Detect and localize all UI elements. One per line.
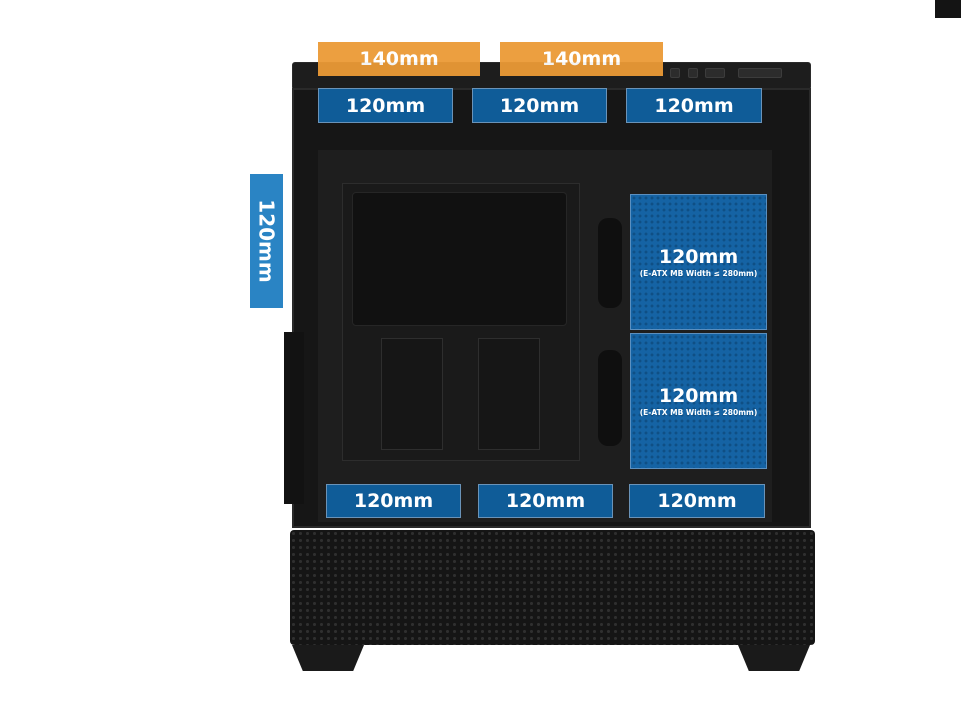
- corner-block: [935, 0, 961, 18]
- fan-size-label: 120mm: [353, 490, 434, 512]
- top-120mm-fan-slot: 120mm: [626, 88, 762, 123]
- side-120mm-fan-slot: 120mm (E-ATX MB Width ≤ 280mm): [630, 333, 767, 469]
- fan-size-label: 120mm: [345, 94, 426, 117]
- fan-size-label: 120mm: [658, 384, 739, 407]
- io-port: [738, 68, 782, 78]
- tray-cutout: [381, 338, 443, 450]
- cpu-cutout: [352, 192, 567, 326]
- cable-grommet: [598, 350, 622, 446]
- fan-size-label: 120mm: [499, 94, 580, 117]
- fan-size-label: 140mm: [541, 48, 622, 70]
- fan-size-label: 120mm: [505, 490, 586, 512]
- case-foot-right: [738, 645, 810, 671]
- fan-note-label: (E-ATX MB Width ≤ 280mm): [639, 407, 758, 417]
- tray-cutout: [478, 338, 540, 450]
- rear-rail: [284, 332, 304, 504]
- fan-size-label: 140mm: [359, 48, 439, 70]
- top-140mm-fan-slot: 140mm: [318, 42, 480, 76]
- io-button: [670, 68, 680, 78]
- front-rail: [772, 150, 780, 522]
- fan-size-label: 120mm: [657, 490, 737, 512]
- bottom-120mm-fan-slot: 120mm: [629, 484, 765, 518]
- fan-size-label: 120mm: [654, 94, 734, 117]
- fan-size-label: 120mm: [254, 199, 279, 283]
- side-120mm-fan-slot: 120mm (E-ATX MB Width ≤ 280mm): [630, 194, 767, 330]
- cable-grommet: [598, 218, 622, 308]
- case-foot-left: [292, 645, 364, 671]
- rear-120mm-fan-slot: 120mm: [250, 174, 283, 308]
- top-120mm-fan-slot: 120mm: [318, 88, 453, 123]
- fan-note-label: (E-ATX MB Width ≤ 280mm): [639, 268, 758, 278]
- bottom-120mm-fan-slot: 120mm: [478, 484, 613, 518]
- top-120mm-fan-slot: 120mm: [472, 88, 607, 123]
- top-140mm-fan-slot: 140mm: [500, 42, 663, 76]
- psu-shroud: [290, 530, 815, 645]
- bottom-120mm-fan-slot: 120mm: [326, 484, 461, 518]
- io-port: [705, 68, 725, 78]
- fan-size-label: 120mm: [658, 245, 739, 268]
- io-port: [688, 68, 698, 78]
